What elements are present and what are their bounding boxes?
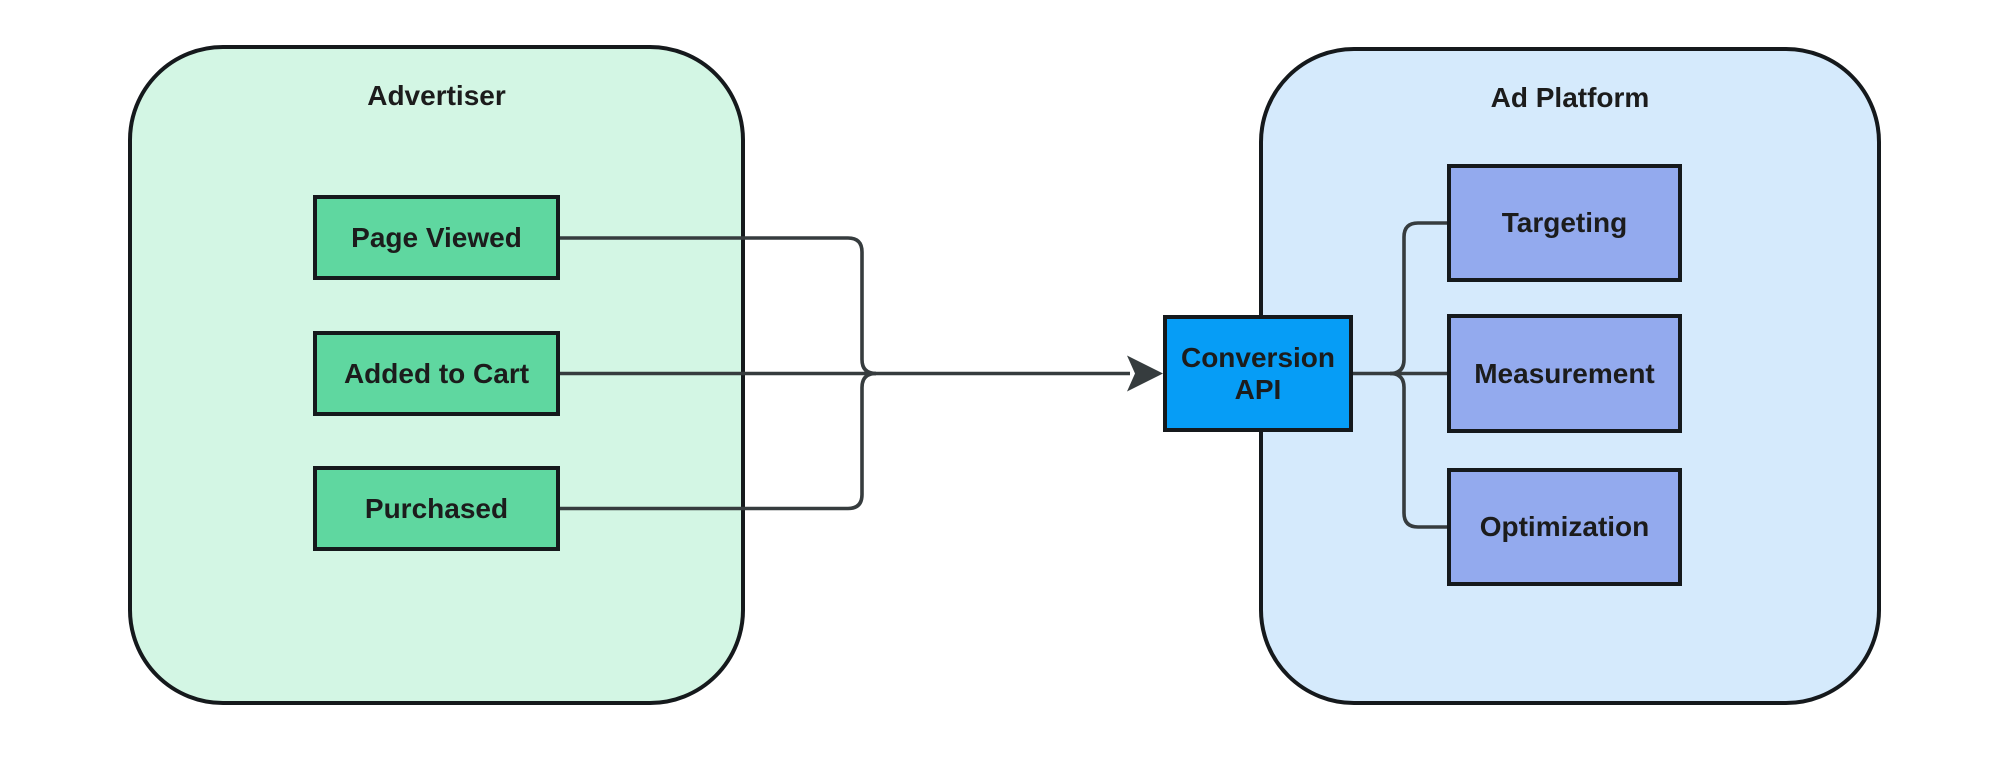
event-label: Purchased bbox=[364, 492, 509, 524]
capability-label: Optimization bbox=[1479, 511, 1650, 542]
event-box-page-viewed: Page Viewed bbox=[313, 195, 560, 280]
conversion-api-label: Conversion API bbox=[1180, 341, 1336, 405]
capability-box-optimization: Optimization bbox=[1447, 468, 1682, 586]
advertiser-title: Advertiser bbox=[367, 80, 506, 111]
capability-label: Targeting bbox=[1501, 207, 1628, 238]
ad-platform-title: Ad Platform bbox=[1490, 82, 1650, 113]
event-label: Added to Cart bbox=[343, 357, 530, 389]
capability-box-targeting: Targeting bbox=[1447, 164, 1682, 282]
event-box-added-to-cart: Added to Cart bbox=[313, 331, 560, 416]
event-label: Page Viewed bbox=[351, 221, 522, 253]
arrowhead-icon bbox=[1127, 355, 1163, 392]
capability-label: Measurement bbox=[1474, 357, 1655, 389]
conversion-api-node: Conversion API bbox=[1163, 315, 1353, 432]
event-box-purchased: Purchased bbox=[313, 466, 560, 551]
capability-box-measurement: Measurement bbox=[1447, 314, 1682, 433]
